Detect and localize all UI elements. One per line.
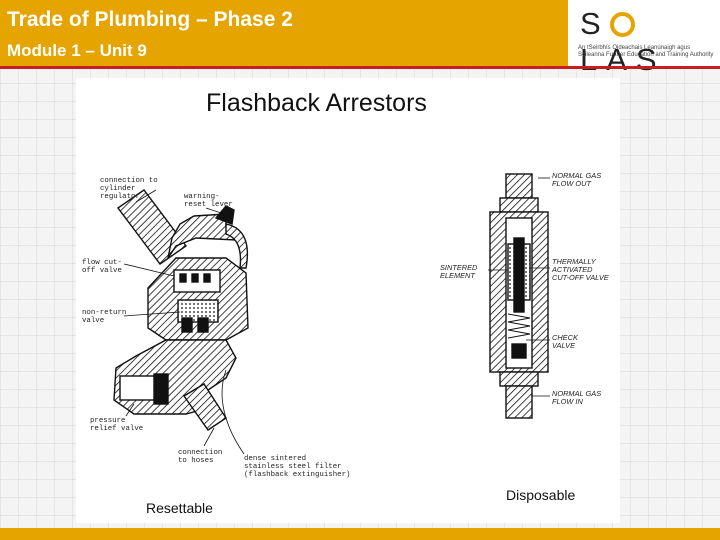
leader-non-return xyxy=(123,311,181,317)
label-connection-line-2: cylinder xyxy=(100,185,135,193)
label-check-line-2: VALVE xyxy=(552,341,575,350)
label-hoses-line-1: connection xyxy=(178,449,222,457)
filter-element xyxy=(153,373,169,405)
label-flow-cutoff-line-1: flow cut- xyxy=(82,259,122,267)
leader-flow-cutoff xyxy=(123,263,175,277)
flashback-arrestor-diagram: Flashback Arrestors xyxy=(82,89,609,516)
label-sintered-line-2: ELEMENT xyxy=(440,271,475,280)
resettable-arrestor-drawing xyxy=(113,189,249,455)
valve-spindle-1 xyxy=(181,317,193,333)
logo-tagline: An tSeirbhís Oideachais Leanúnaigh agus … xyxy=(578,45,714,58)
label-flow-in-line-2: FLOW IN xyxy=(552,397,583,406)
leader-connection xyxy=(135,189,157,203)
caption-disposable: Disposable xyxy=(506,487,575,503)
label-lever-line-2: reset lever xyxy=(184,201,233,209)
page-subtitle: Module 1 – Unit 9 xyxy=(7,41,147,60)
logo-letter-s: S xyxy=(580,6,610,41)
label-filter-line-1: dense sintered xyxy=(244,455,306,463)
caption-resettable: Resettable xyxy=(146,500,213,516)
cutoff-valve-stem xyxy=(513,237,525,313)
label-relief-line-1: pressure xyxy=(90,417,125,425)
diagram-title: Flashback Arrestors xyxy=(206,89,427,117)
relief-chamber xyxy=(119,375,157,401)
diagram-panel: Flashback Arrestors xyxy=(76,78,620,523)
label-filter-line-3: (flashback extinguisher) xyxy=(244,471,350,479)
outlet-nut xyxy=(505,173,533,199)
label-sintered-line-1: SINTERED xyxy=(440,263,478,272)
inlet-nut xyxy=(505,385,533,419)
main-chamber xyxy=(147,257,249,341)
label-flow-in-line-1: NORMAL GAS xyxy=(552,389,601,398)
header-banner: Trade of Plumbing – Phase 2 Module 1 – U… xyxy=(0,0,568,66)
page-title: Trade of Plumbing – Phase 2 xyxy=(7,8,293,31)
disposable-arrestor-drawing xyxy=(488,173,550,419)
check-valve-spring xyxy=(507,313,531,339)
valve-element-3 xyxy=(203,273,211,283)
disposable-labels: NORMAL GAS FLOW OUT SINTERED ELEMENT THE… xyxy=(440,171,609,406)
leader-lever xyxy=(205,207,225,215)
label-hoses-line-2: to hoses xyxy=(178,457,213,465)
inlet-connector xyxy=(117,189,187,265)
label-thermal-line-3: CUT-OFF VALVE xyxy=(552,273,609,282)
label-non-return-line-2: valve xyxy=(82,317,104,325)
leader-hoses xyxy=(203,427,215,447)
label-thermal-line-2: ACTIVATED xyxy=(551,265,593,274)
label-non-return-line-1: non-return xyxy=(82,309,126,317)
leader-filter xyxy=(221,369,245,455)
leader-relief xyxy=(125,403,135,417)
inlet-shoulder xyxy=(499,371,539,387)
reset-lever xyxy=(214,205,235,225)
label-filter-line-2: stainless steel filter xyxy=(244,463,342,471)
footer-bar xyxy=(0,528,720,540)
logo-wordmark: SLAS xyxy=(580,6,720,78)
logo-letters-las: LAS xyxy=(580,42,666,77)
label-flow-out-line-2: FLOW OUT xyxy=(552,179,591,188)
solas-logo: SLAS An tSeirbhís Oideachais Leanúnaigh … xyxy=(568,0,720,77)
header-divider xyxy=(0,66,720,69)
valve-element-1 xyxy=(179,273,187,283)
label-thermal-line-1: THERMALLY xyxy=(552,257,597,266)
valve-spindle-2 xyxy=(197,317,209,333)
valve-element-2 xyxy=(191,273,199,283)
check-valve-ball xyxy=(511,343,527,359)
resettable-labels: connection to cylinder regulator warning… xyxy=(82,177,350,479)
logo-ring-icon xyxy=(609,12,635,37)
outlet-shoulder xyxy=(499,197,539,213)
label-connection-line-3: regulator xyxy=(100,193,140,201)
label-flow-out-line-1: NORMAL GAS xyxy=(552,171,601,180)
label-connection-line-1: connection to xyxy=(100,177,158,185)
label-relief-line-2: relief valve xyxy=(90,425,143,433)
label-flow-cutoff-line-2: off valve xyxy=(82,267,122,275)
label-lever-line-1: warning- xyxy=(184,193,219,201)
label-check-line-1: CHECK xyxy=(552,333,579,342)
